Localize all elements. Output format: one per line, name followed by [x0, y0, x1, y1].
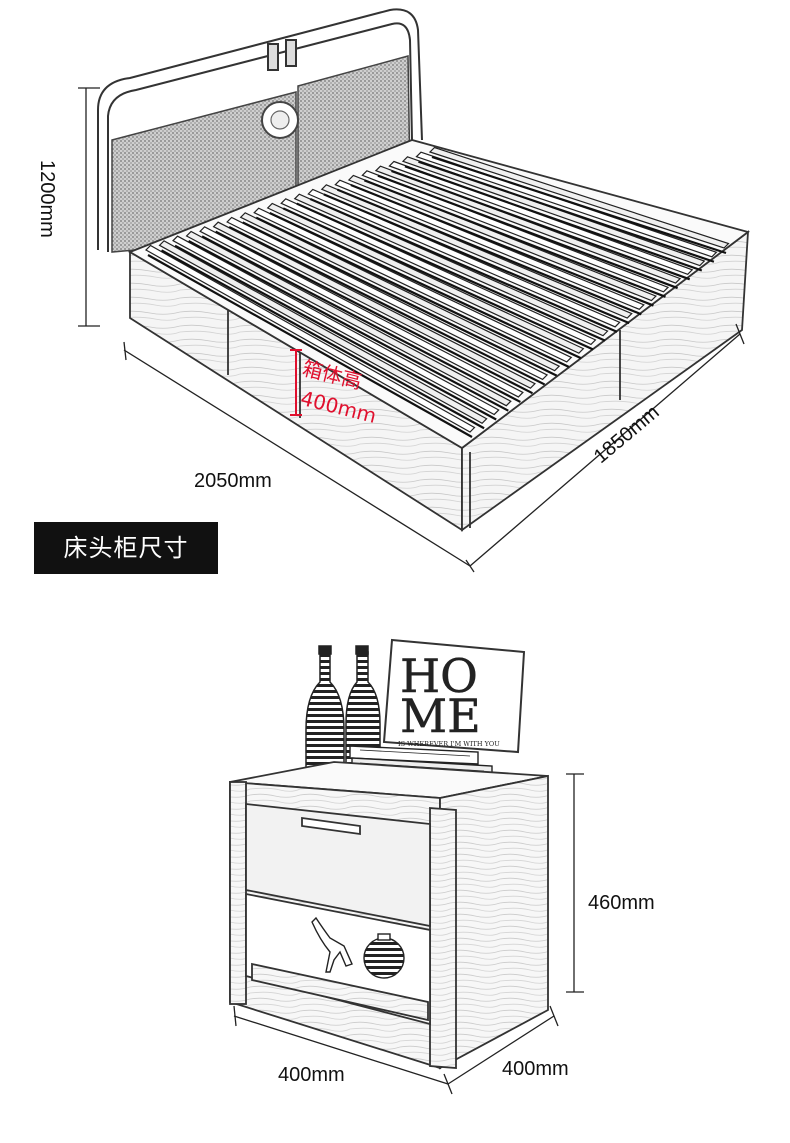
bed-slat-gap: [323, 193, 630, 325]
bed-slat-gap: [377, 174, 679, 290]
home-sign-line1: HO: [400, 649, 478, 703]
bed-dimension-lines: [78, 87, 745, 573]
bed-slat-gap: [201, 235, 521, 403]
bed-slats: [145, 146, 730, 438]
box-height-marker: [290, 349, 302, 416]
bed-slat: [199, 226, 524, 398]
bed-slat: [320, 184, 633, 319]
bed-slat-gap: [431, 155, 727, 255]
nightstand-dimension-lines: [233, 773, 584, 1095]
bed-slat-gap: [160, 249, 485, 430]
bed-slat: [293, 193, 609, 337]
bed-illustration: [78, 8, 751, 573]
bed-slat: [158, 240, 488, 424]
bed-slat-gap: [350, 183, 654, 307]
bed-height-label: 1200mm: [36, 160, 58, 238]
bed-slat-gap: [282, 207, 594, 351]
nightstand-illustration: HO ME IS WHEREVER I'M WITH YOU: [229, 638, 584, 1095]
bed-slat-gap: [404, 165, 703, 272]
bed-length-label: 2050mm: [194, 470, 272, 492]
bed-slat-gap: [228, 226, 546, 386]
bed-slat: [226, 216, 549, 381]
home-sign: HO ME IS WHEREVER I'M WITH YOU: [382, 638, 526, 754]
bed-slat: [388, 160, 694, 275]
nightstand-height-label: 460mm: [588, 892, 655, 914]
bed-slat-gap: [391, 169, 691, 281]
bed-slat-gap: [336, 188, 642, 316]
bed-slat: [415, 151, 718, 258]
bed-slat: [307, 188, 621, 328]
bed-slat-gap: [255, 216, 570, 368]
home-sign-line2: ME: [400, 689, 481, 743]
nightstand-width-label: 400mm: [278, 1064, 345, 1086]
bed-slat: [212, 221, 536, 389]
bed-slat: [185, 230, 512, 407]
bed-slat-gap: [174, 244, 497, 421]
bed-slat-gap: [363, 179, 666, 298]
bed-slat: [280, 198, 597, 346]
bed-slat: [347, 174, 657, 302]
bed-slat-gap: [147, 254, 473, 438]
bed-slat: [239, 212, 561, 372]
bed-slat: [145, 244, 476, 433]
bed-slat-gap: [418, 160, 715, 263]
bed-slat-gap: [215, 230, 533, 395]
nightstand-body: [229, 761, 549, 1070]
bed-slat: [253, 207, 573, 363]
bed-slat: [172, 235, 500, 416]
bed-slat: [428, 146, 730, 249]
bed-slat: [361, 170, 670, 293]
bed-slat: [334, 179, 645, 311]
bed-slat-gap: [269, 212, 582, 360]
nightstand-section-title: 床头柜尺寸: [34, 522, 218, 574]
nightstand-depth-label: 400mm: [502, 1058, 569, 1080]
bed-slat-gap: [296, 202, 606, 342]
bed-slat: [374, 165, 682, 284]
bed-slat-gap: [242, 221, 558, 377]
decor-deer-vase: [311, 916, 405, 979]
bed-slat: [401, 156, 706, 267]
home-sign-small-text: IS WHEREVER I'M WITH YOU: [398, 740, 500, 748]
bed-slat-gap: [188, 240, 509, 412]
bed-slat-gap: [309, 197, 618, 333]
bed-slat: [266, 202, 585, 354]
